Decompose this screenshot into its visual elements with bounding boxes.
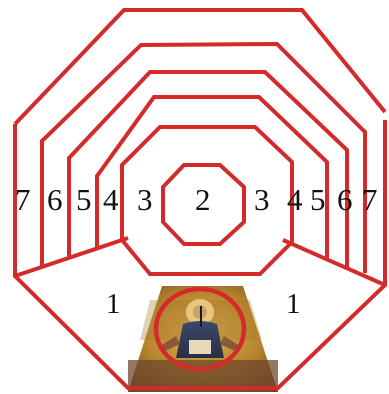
- zone-label-right-3: 3: [254, 182, 270, 217]
- zone-label-right-4: 4: [287, 182, 303, 217]
- zone-label-left-7: 7: [15, 182, 31, 217]
- zone-label-bottom-left-1: 1: [106, 288, 121, 320]
- ring-6: [42, 44, 365, 273]
- book-shape: [189, 340, 211, 354]
- ring-5: [69, 72, 347, 268]
- zone-label-right-5: 5: [310, 182, 326, 217]
- zone-label-right-6: 6: [337, 182, 353, 217]
- zone-label-center-2: 2: [195, 182, 211, 217]
- zone-label-right-7: 7: [362, 182, 378, 217]
- zone-label-left-5: 5: [76, 182, 92, 217]
- ring-7: [15, 10, 385, 124]
- mosaic-image: [128, 286, 278, 392]
- zone-label-left-4: 4: [103, 182, 119, 217]
- zone-label-bottom-right-1: 1: [286, 288, 301, 320]
- zone-label-left-3: 3: [137, 182, 153, 217]
- zone-label-left-6: 6: [47, 182, 63, 217]
